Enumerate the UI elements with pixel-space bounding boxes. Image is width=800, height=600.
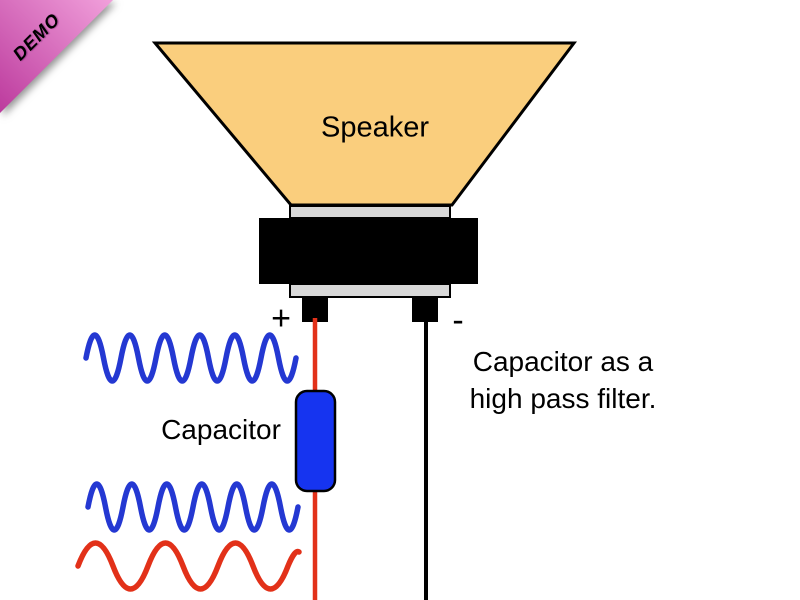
speaker-frame-top <box>289 205 451 219</box>
low-frequency-wave-icon <box>75 540 302 592</box>
speaker-cone <box>151 41 578 207</box>
capacitor-label: Capacitor <box>161 414 281 445</box>
negative-terminal-label: - <box>452 301 464 340</box>
speaker-label: Speaker <box>320 111 430 144</box>
speaker-magnet <box>259 218 478 284</box>
caption-line-1: Capacitor as a <box>472 346 654 377</box>
terminal-positive <box>302 297 328 322</box>
demo-watermark-ribbon <box>0 0 113 113</box>
positive-terminal-label: + <box>271 299 291 338</box>
high-frequency-wave-bottom-icon <box>85 481 301 533</box>
capacitor-body <box>294 389 337 493</box>
speaker-frame-bottom <box>289 283 451 298</box>
terminal-negative <box>412 297 438 322</box>
caption-text: Capacitor as a high pass filter. <box>470 343 657 417</box>
caption-line-2: high pass filter. <box>469 383 657 414</box>
high-frequency-wave-top-icon <box>83 332 299 384</box>
